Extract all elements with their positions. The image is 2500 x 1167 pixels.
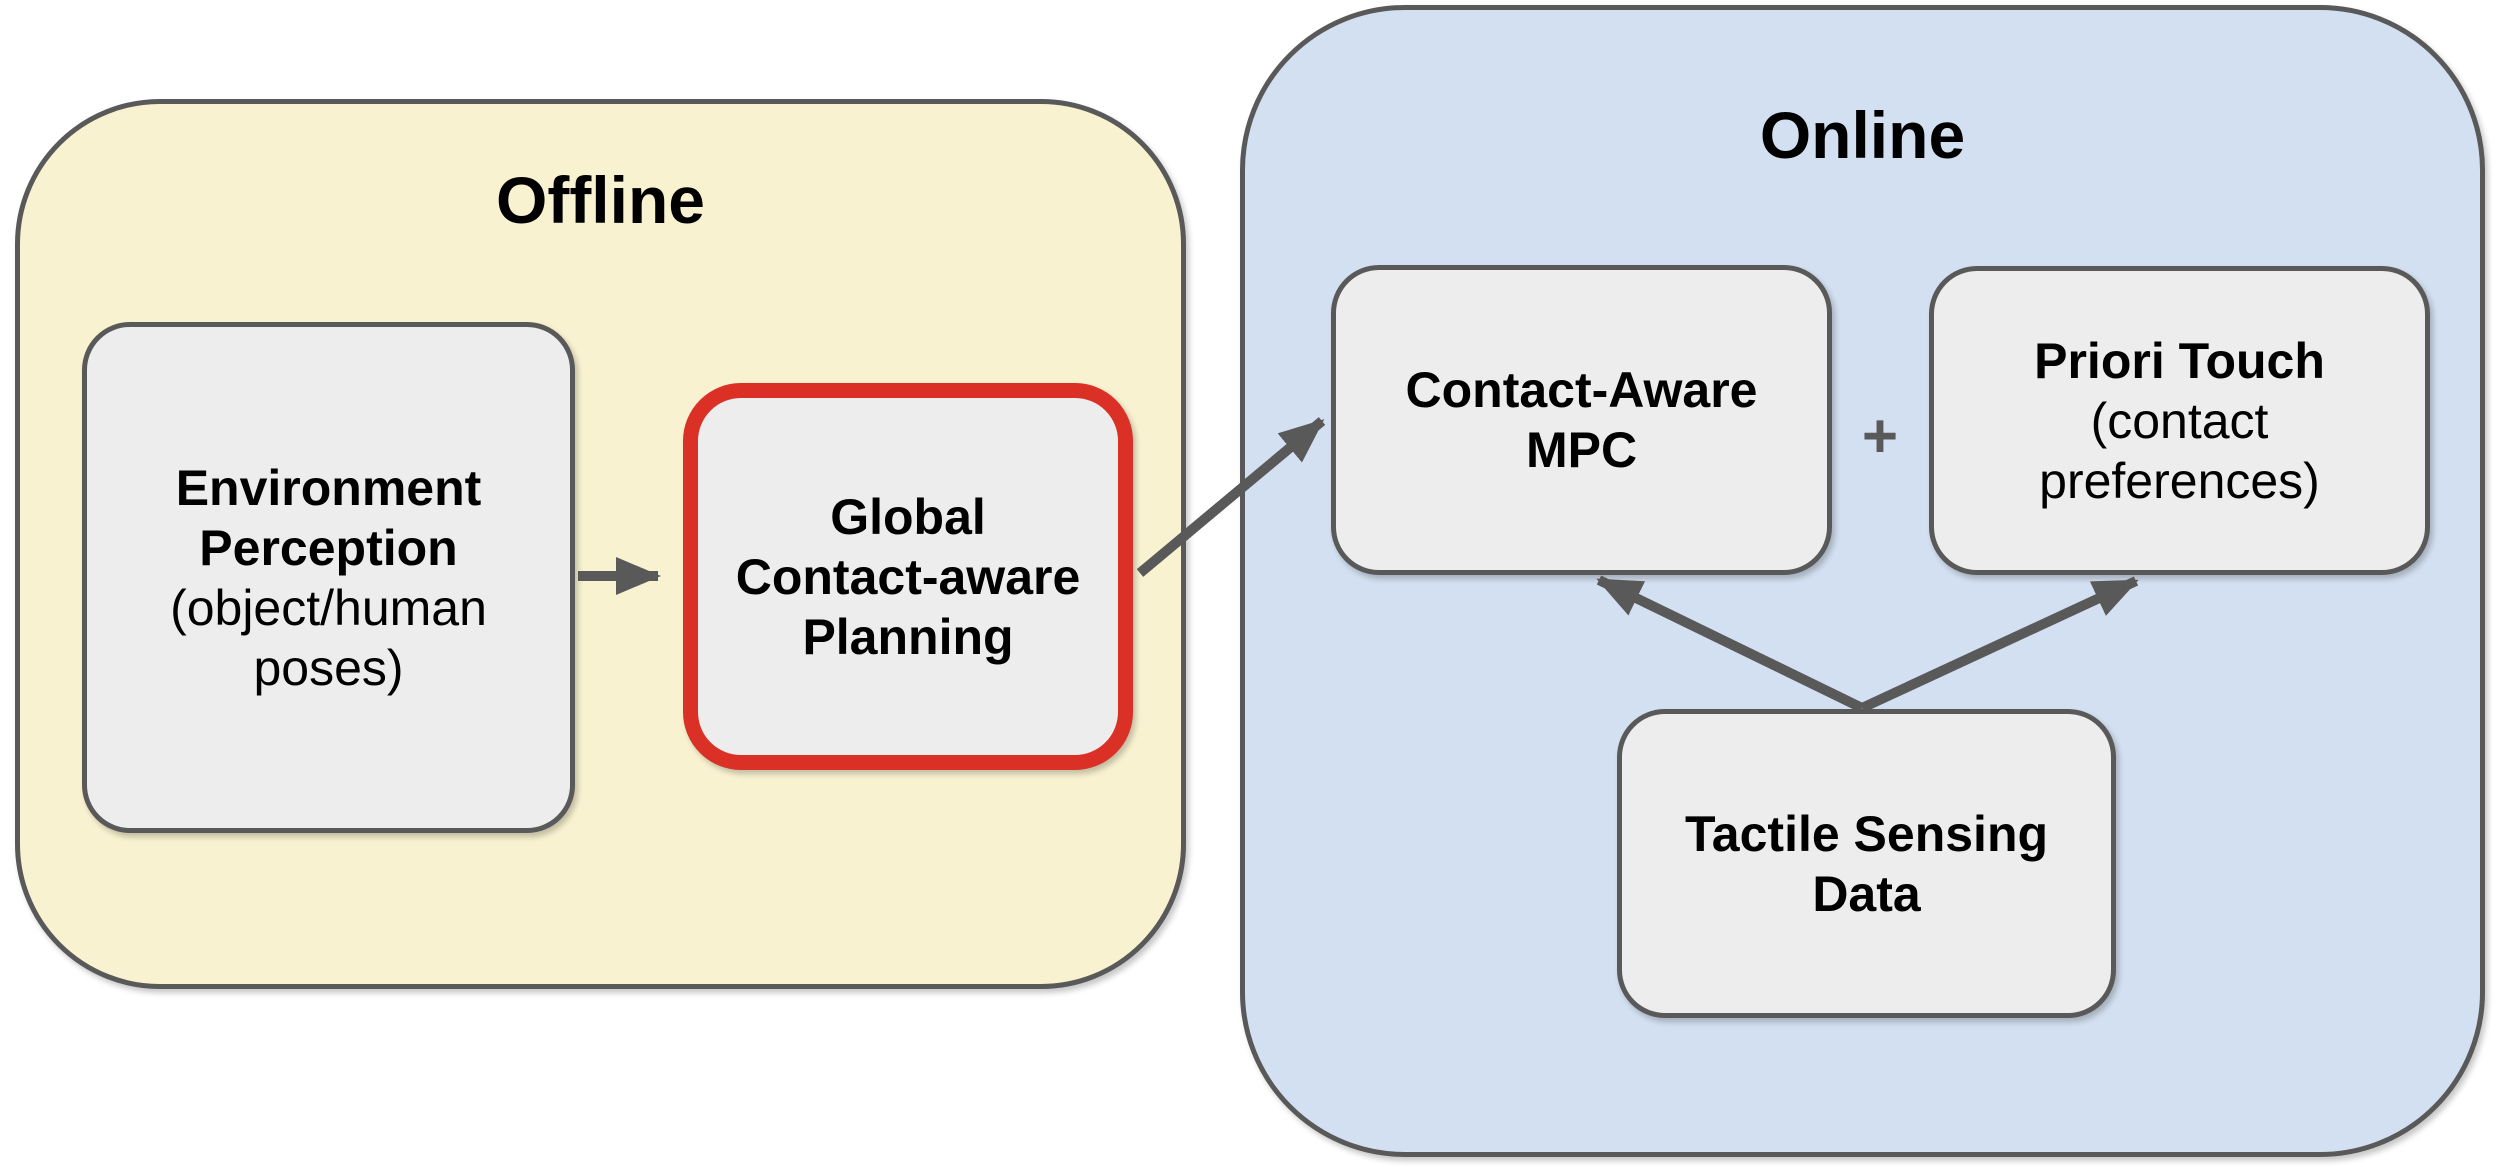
node-global-contact-aware-planning-title: Global Contact-aware Planning: [735, 488, 1081, 665]
node-environment-perception: Environment Perception (object/human pos…: [82, 322, 575, 833]
node-priori-touch-subtitle: (contact preferences): [2039, 392, 2320, 509]
plus-operator: +: [1861, 402, 1899, 471]
node-contact-aware-mpc-title: Contact-Aware MPC: [1405, 362, 1758, 478]
group-title-offline: Offline: [496, 163, 705, 237]
node-priori-touch-title: Priori Touch: [2034, 332, 2325, 389]
node-tactile-sensing-data-title: Tactile Sensing Data: [1684, 805, 2049, 922]
node-contact-aware-mpc: Contact-Aware MPC: [1331, 265, 1832, 575]
node-global-contact-aware-planning: Global Contact-aware Planning: [683, 383, 1133, 770]
group-title-online: Online: [1759, 98, 1966, 172]
node-tactile-sensing-data: Tactile Sensing Data: [1617, 709, 2116, 1018]
node-environment-perception-title: Environment Perception: [175, 459, 482, 576]
node-priori-touch: Priori Touch (contact preferences): [1929, 266, 2430, 575]
node-environment-perception-subtitle: (object/human poses): [170, 579, 487, 696]
